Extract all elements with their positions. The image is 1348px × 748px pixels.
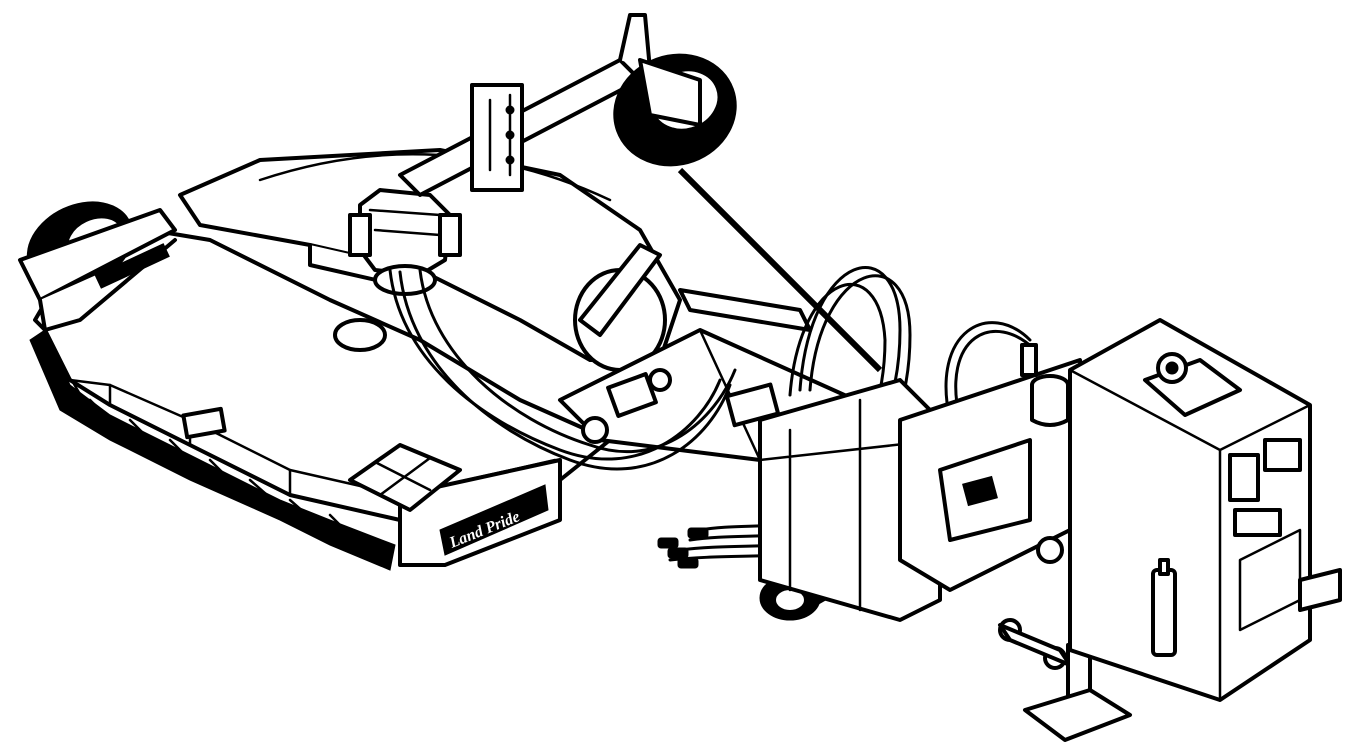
lift-cable — [677, 167, 883, 373]
deck-skirt-teeth — [29, 329, 396, 571]
cutter-deck: Land Pride — [33, 228, 612, 567]
hydraulic-filter — [1020, 343, 1070, 427]
warning-decal — [181, 406, 462, 512]
left-gauge-wheel — [18, 201, 177, 332]
hose-couplers — [657, 527, 709, 569]
control-box — [1068, 318, 1342, 702]
right-gauge-wheel — [613, 53, 737, 167]
gearbox — [348, 188, 462, 296]
